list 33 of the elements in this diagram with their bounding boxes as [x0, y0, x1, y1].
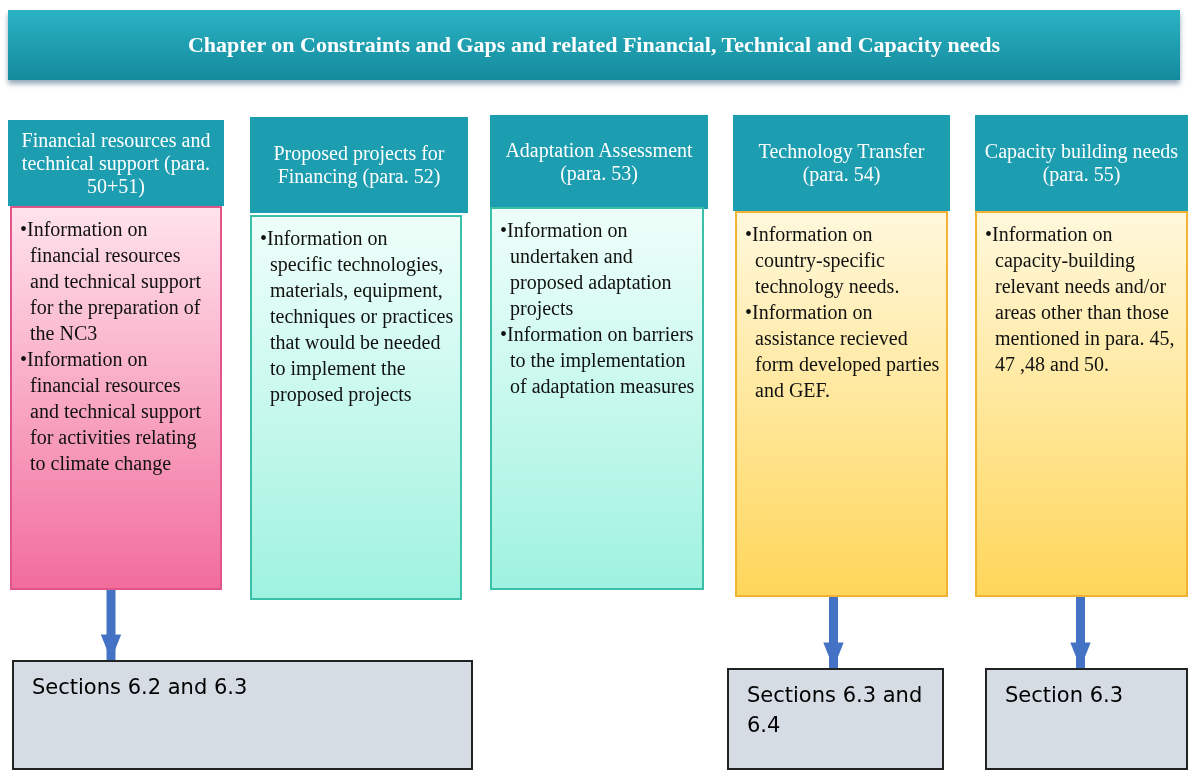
content-box [10, 206, 222, 590]
header-title: Proposed projects for Financing (para. 52) [272, 142, 446, 188]
header-title: Adaptation Assessment (para. 53) [504, 139, 694, 185]
header-box [250, 117, 468, 213]
content-box [250, 215, 462, 600]
section-box [727, 668, 944, 770]
header-title: Financial resources and technical support (para. 50+51) [20, 128, 212, 198]
content-box [490, 207, 704, 590]
header-box [975, 115, 1188, 211]
title-text: Chapter on Constraints and Gaps and related Financial, Technical and Capacity needs [187, 32, 1001, 58]
section-text: Section 6.3 [1005, 683, 1124, 707]
down-arrow [1070, 597, 1091, 668]
header-title: Technology Transfer (para. 54) [757, 140, 926, 186]
bullet-text: •Information on country-specific technology needs. [745, 222, 901, 299]
section-text: Sections 6.2 and 6.3 [32, 675, 248, 699]
header-box [490, 115, 708, 209]
content-box [735, 211, 948, 597]
header-title: Capacity building needs (para. 55) [983, 140, 1180, 186]
section-text: Sections 6.3 and 6.4 [747, 683, 923, 738]
bullet-text: •Information on undertaken and proposed adaptation projects [500, 218, 673, 321]
bullet-text: •Information on specific technologies, materials, equipment, techniques or practices that would be needed to implement the proposed projects [260, 226, 454, 407]
bullet-text: •Information on financial resources and technical support for the preparation of the NC3 [20, 217, 203, 346]
bullet-text: •Information on assistance recieved form developed parties and GEF. [745, 300, 940, 403]
header-box [733, 115, 950, 211]
down-arrow [100, 590, 122, 660]
content-box [975, 211, 1188, 597]
bullet-text: •Information on barriers to the implementation of adaptation measures [500, 322, 696, 399]
down-arrow [823, 597, 844, 668]
section-box [985, 668, 1188, 770]
bullet-text: •Information on financial resources and technical support for activities relating to climate change [20, 347, 203, 476]
bullet-text: •Information on capacity-building relevant needs and/or areas other than those mentioned in para. 45, 47 ,48 and 50. [985, 222, 1176, 377]
section-box [12, 660, 473, 770]
header-box [8, 120, 224, 206]
